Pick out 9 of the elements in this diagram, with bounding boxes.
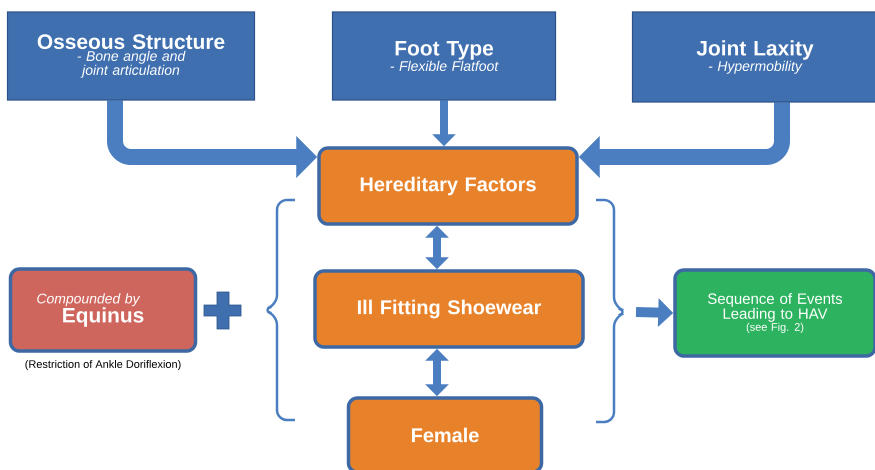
caption-text: (Restriction of Ankle Doriflexion) [25,360,181,370]
category-box: Joint Laxity - Hypermobility [632,11,875,103]
factor-box: Female [346,396,544,470]
outcome-box: Sequence of Events Leading to HAV (see Fig. 2) [673,268,875,358]
factor-box: Hereditary Factors [317,146,579,226]
category-box: Osseous Structure - Bone angle and joint articulation [6,11,256,101]
condition-box: Compounded by Equinus [8,267,198,353]
factor-box: Ill Fitting Shoewear [313,269,585,349]
category-box: Foot Type - Flexible Flatfoot [332,11,556,101]
